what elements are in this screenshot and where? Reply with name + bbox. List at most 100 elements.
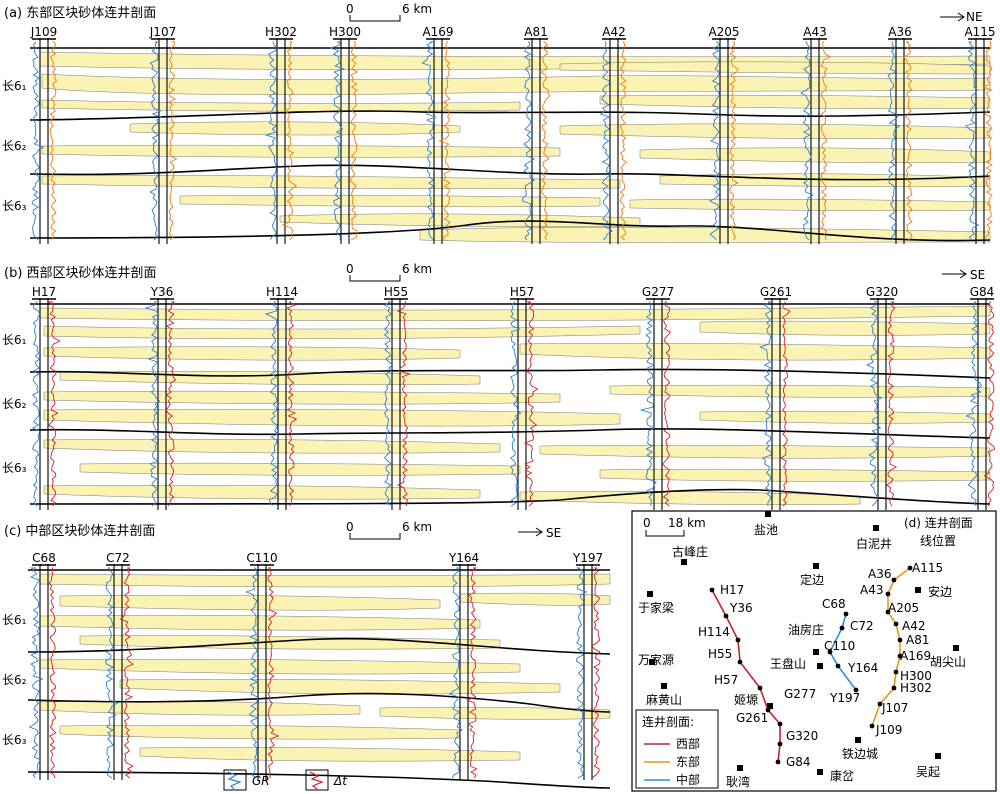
layer-label-c61: 长6₁ (2, 613, 27, 627)
layer-label-c63: 长6₃ (2, 461, 27, 475)
map-scale-bar: 0 18 km (643, 516, 706, 537)
well-label: C68 (32, 551, 56, 565)
map-title: (d) 连井剖面 (904, 515, 973, 530)
well-label: A42 (602, 25, 625, 39)
dt-log-curve (168, 41, 178, 241)
map-title-line2: 线位置 (920, 533, 956, 548)
map-well-dot (897, 637, 903, 643)
well-h302: H302 (264, 25, 298, 244)
map-well-label: H55 (708, 647, 732, 661)
panel-a-direction-arrow: NE (940, 10, 983, 24)
gr-log-curve (144, 301, 161, 507)
well-label: J107 (149, 25, 176, 39)
dt-log-curve (523, 301, 539, 507)
layer-boundaries (29, 47, 991, 242)
map-well-label: H302 (900, 681, 932, 695)
map-legend: 连井剖面: 西部 东部 中部 (635, 709, 719, 789)
well-label: Y36 (150, 285, 174, 299)
town-label: 盐池 (754, 523, 778, 537)
well-h114: H114 (264, 285, 298, 510)
town-marker (681, 559, 687, 565)
well-a43: A43 (800, 25, 831, 244)
well-y197: Y197 (572, 551, 603, 780)
town-label: 于家梁 (638, 600, 674, 615)
map-well-dot (827, 649, 833, 655)
legend-label-west: 西部 (676, 736, 700, 751)
well-a42: A42 (599, 25, 627, 244)
dt-log-curve (591, 567, 601, 779)
well-h55: H55 (384, 285, 411, 510)
layer-label-c62: 长6₂ (2, 139, 27, 153)
well-y164: Y164 (448, 551, 479, 780)
dt-log-curve (903, 41, 913, 241)
town-label: 吴起 (916, 765, 940, 779)
map-well-label: C68 (822, 597, 846, 611)
gr-log-curve (104, 567, 119, 779)
scale-zero: 0 (346, 520, 354, 534)
well-a81: A81 (522, 25, 551, 244)
well-label: A81 (524, 25, 547, 39)
dt-log-curve (982, 41, 993, 241)
dt-log-curve (438, 41, 451, 241)
well-a115: A115 (964, 25, 996, 244)
panel-b-direction-arrow: SE (942, 268, 985, 282)
layer-labels: 长6₁ 长6₂ 长6₃ (2, 79, 27, 213)
dt-log-curve (119, 567, 135, 779)
town-marker (647, 591, 653, 597)
well-label: C110 (246, 551, 277, 565)
well-label: G320 (866, 285, 898, 299)
gr-log-curve (421, 41, 437, 241)
town-5: 于家梁 (638, 591, 674, 615)
dt-log-curve (820, 41, 831, 241)
well-g277: G277 (639, 285, 674, 510)
map-well-dot (777, 721, 783, 727)
direction-label: SE (546, 526, 561, 540)
well-label: A36 (888, 25, 911, 39)
scale-label: 6 km (402, 262, 432, 276)
map-well-dot (885, 591, 891, 597)
dt-log-curve (780, 301, 791, 507)
map-well-label: H114 (698, 625, 730, 639)
map-well-label: G277 (784, 687, 816, 701)
town-marker (855, 737, 861, 743)
map-well-label: C110 (824, 639, 855, 653)
gr-log-curve (759, 301, 773, 507)
well-g320: G320 (866, 285, 898, 510)
well-label: A169 (422, 25, 453, 39)
legend-label-central: 中部 (676, 772, 700, 787)
well-a205: A205 (708, 25, 740, 244)
town-marker (915, 587, 921, 593)
town-12: 铁边城 (842, 737, 878, 761)
dt-log-curve (396, 301, 411, 507)
town-marker (813, 649, 819, 655)
town-2: 白泥井 (856, 525, 892, 551)
scale-zero: 0 (346, 262, 354, 276)
map-well-dot (723, 613, 729, 619)
gr-log-curve (448, 567, 463, 779)
map-well-label: A42 (902, 619, 925, 633)
map-well-label: G320 (786, 729, 818, 743)
map-well-label: G84 (786, 755, 811, 769)
map-well-label: A169 (900, 649, 931, 663)
well-j107: J107 (149, 25, 178, 244)
well-a36: A36 (887, 25, 913, 244)
gr-log-curve (800, 41, 814, 241)
map-well-dot (891, 685, 897, 691)
well-y36: Y36 (144, 285, 177, 510)
town-marker (737, 765, 743, 771)
town-9: 万家源 (638, 652, 674, 667)
town-marker (817, 769, 823, 775)
gr-log-curve (522, 41, 536, 241)
map-well-dot (897, 653, 903, 659)
town-label: 安边 (928, 584, 952, 599)
map-well-dot (777, 741, 783, 747)
panel-c-scale-bar: 0 6 km (346, 520, 432, 540)
town-label: 白泥井 (856, 536, 892, 551)
dt-log-curve (466, 567, 478, 779)
gr-log-curve (599, 41, 614, 241)
town-label: 姬塬 (734, 693, 758, 707)
town-marker (817, 663, 823, 669)
map-well-label: A81 (906, 633, 929, 647)
town-label: 定边 (800, 572, 824, 587)
